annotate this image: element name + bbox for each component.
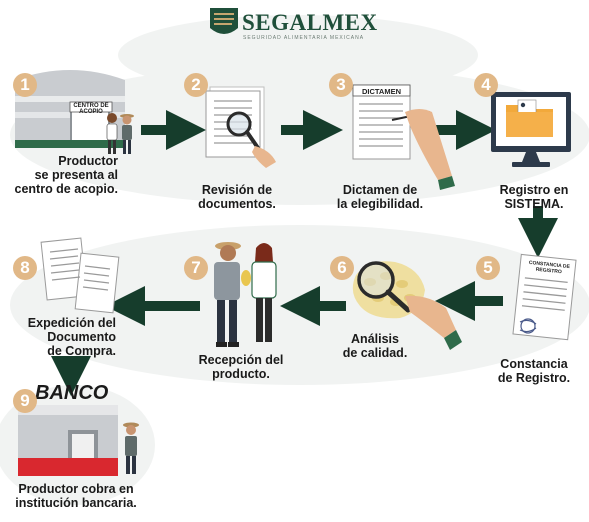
acopio-warehouse-illustration xyxy=(15,70,125,148)
step-badge-3: 3 xyxy=(329,73,353,97)
computer-system-illustration xyxy=(491,92,571,167)
step-badge-4: 4 xyxy=(474,73,498,97)
dictamen-sign: DICTAMEN xyxy=(361,87,402,96)
bank-building-illustration xyxy=(18,405,118,476)
step-badge-7: 7 xyxy=(184,256,208,280)
bank-customer-illustration xyxy=(123,422,139,474)
step-badge-9: 9 xyxy=(13,389,37,413)
step-badge-1: 1 xyxy=(13,73,37,97)
brand-tagline: SEGURIDAD ALIMENTARIA MEXICANA xyxy=(243,35,365,41)
product-reception-illustration xyxy=(214,242,277,347)
step-badge-2: 2 xyxy=(184,73,208,97)
document-review-illustration xyxy=(205,86,276,168)
segalmex-logo-icon xyxy=(210,8,238,34)
producer-people-illustration xyxy=(106,113,134,154)
step-badge-6: 6 xyxy=(330,256,354,280)
dictamen-document-illustration xyxy=(352,84,455,190)
flow-arrows xyxy=(51,110,558,396)
step-badge-8: 8 xyxy=(13,256,37,280)
step-badge-5: 5 xyxy=(476,256,500,280)
brand-name: SEGALMEX xyxy=(242,10,378,35)
constancia-document-illustration xyxy=(512,253,577,341)
purchase-document-illustration xyxy=(40,237,120,314)
bank-sign: BANCO xyxy=(35,382,109,404)
acopio-sign: CENTRO DE ACOPIO xyxy=(73,103,109,115)
quality-analysis-illustration xyxy=(352,261,462,350)
